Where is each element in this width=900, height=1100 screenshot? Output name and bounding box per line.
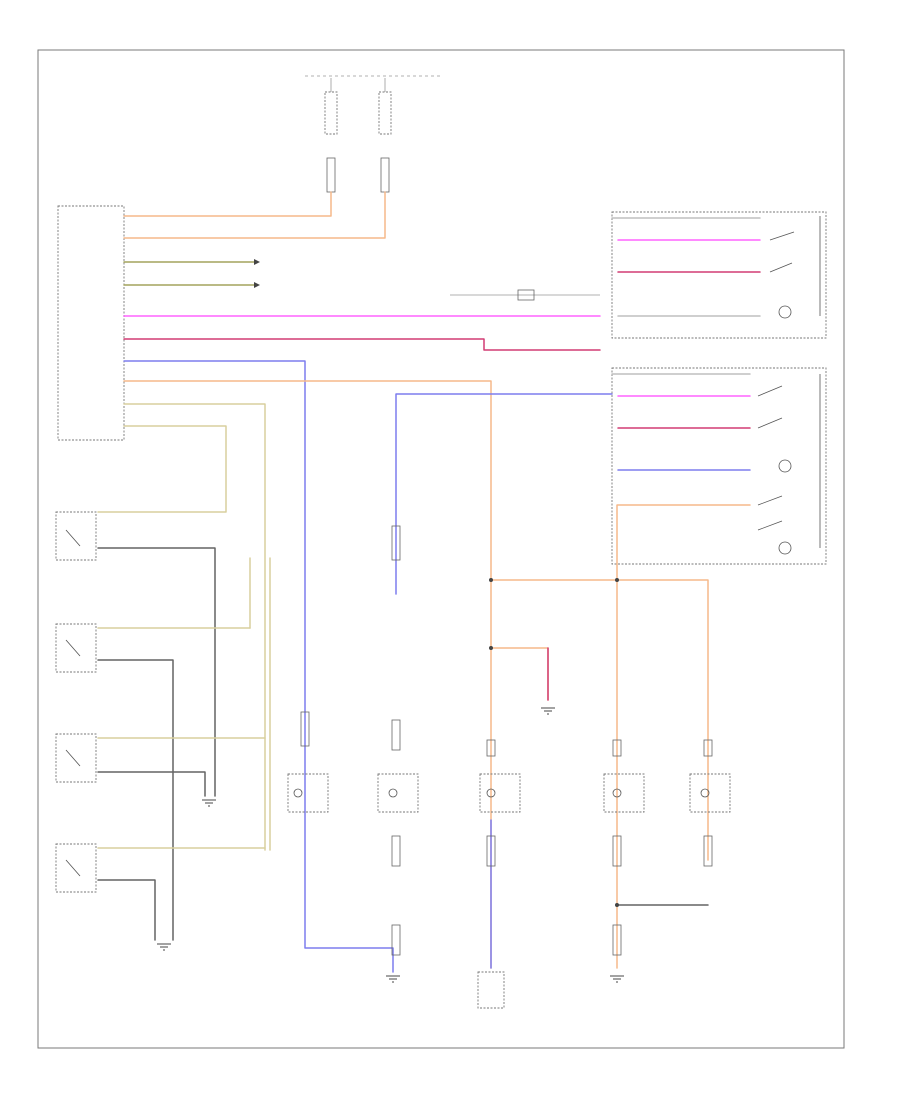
wire-orange-main: [123, 380, 492, 581]
dimmer-connector: [450, 289, 600, 301]
theft-deterrent-connector: [477, 971, 505, 1009]
door-switches: [55, 511, 97, 893]
overhead-console: [395, 367, 827, 595]
wire-batt-2: [123, 191, 386, 239]
body-control-module: [57, 205, 125, 441]
ground-icon: [157, 707, 624, 983]
wire-tan-1: [123, 403, 266, 851]
courtesy-bus: [490, 579, 709, 969]
diagram-frame: [37, 49, 845, 1049]
fuse-block-top: [305, 75, 440, 135]
bulb-icon: [293, 788, 710, 798]
connector-icon: [326, 157, 390, 193]
module-wires: [97, 191, 601, 973]
arrow-icon: [254, 259, 260, 288]
switch-wires: [97, 547, 271, 941]
wire-pinkred: [123, 338, 601, 351]
wire-batt-1: [123, 191, 332, 217]
front-dome-lamp: [611, 211, 827, 339]
wire-tan-2: [97, 425, 227, 513]
connector-icon: [300, 525, 713, 956]
lamp-row: [287, 773, 731, 813]
splice-dot: [489, 578, 619, 907]
switch-icon: [65, 529, 81, 877]
wire-blue: [123, 360, 394, 973]
